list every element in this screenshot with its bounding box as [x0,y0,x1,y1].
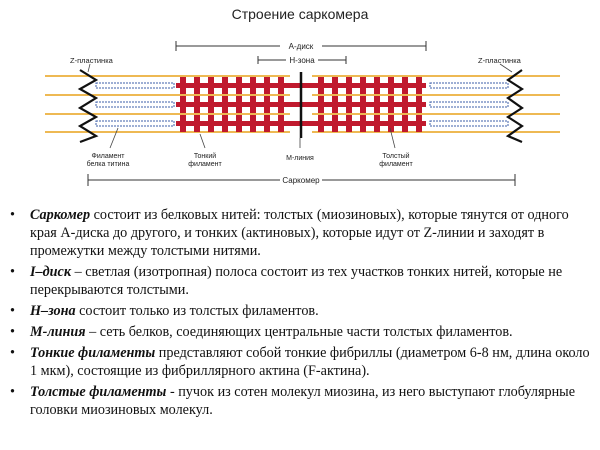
z-plate-left-label: Z-пластинка [70,56,114,65]
z-line-right [505,69,525,144]
thick-label-line2: филамент [379,161,413,168]
list-item: •H–зона состоит только из толстых филаме… [10,303,319,319]
thin-label-line2: филамент [188,161,222,168]
definition: – светлая (изотропная) полоса состоит из… [30,264,563,298]
definition: состоит только из толстых филаментов. [75,303,319,319]
definition: – сеть белков, соединяющих центральные ч… [85,324,513,340]
titin-label-line2: белка титина [87,160,130,168]
list-item: •Толстые филаменты - пучок из сотен моле… [10,384,576,418]
thick-label-line1: Толстый [382,152,409,160]
term: I–диск [30,264,72,280]
label-pointers [87,63,513,149]
term: Тонкие филаменты [30,345,156,361]
list-item: •М-линия – сеть белков, соединяющих цент… [10,324,513,340]
sarcomere-bracket [87,174,516,186]
sarcomere-diagram: А-диск Н-зона Z-пластинка Z-пластинка [45,41,560,186]
h-zone-bracket [257,56,347,64]
list-item: •Тонкие филаменты представляют собой тон… [10,345,590,379]
term: Саркомер [30,207,91,223]
z-plate-right-label: Z-пластинка [478,56,522,65]
thin-label-line1: Тонкий [194,152,216,160]
page-title: Строение саркомера [231,6,369,22]
term: М-линия [30,324,86,340]
definition: представляют собой тонкие фибриллы (диам… [30,345,590,379]
list-item: •I–диск – светлая (изотропная) полоса со… [10,264,563,298]
z-line-left [77,69,99,144]
definition: состоит из белковых нитей: толстых (миоз… [30,207,569,259]
thin-filaments [45,75,560,133]
myosin-heads [180,77,422,132]
term: Толстые филаменты [30,384,167,400]
term: H–зона [30,303,76,319]
sarcomere-label: Саркомер [282,176,320,185]
m-line-label: М-линия [286,155,314,162]
h-zone-label: Н-зона [289,56,315,65]
titin-label-line1: Филамент [92,153,126,160]
definition: - пучок из сотен молекул миозина, из нег… [30,384,576,418]
bullet-list: •Саркомер состоит из белковых нитей: тол… [8,206,592,422]
list-item: •Саркомер состоит из белковых нитей: тол… [10,207,569,259]
a-disk-bracket [175,41,427,51]
titin-filaments [95,82,509,127]
a-disk-label: А-диск [289,42,314,51]
